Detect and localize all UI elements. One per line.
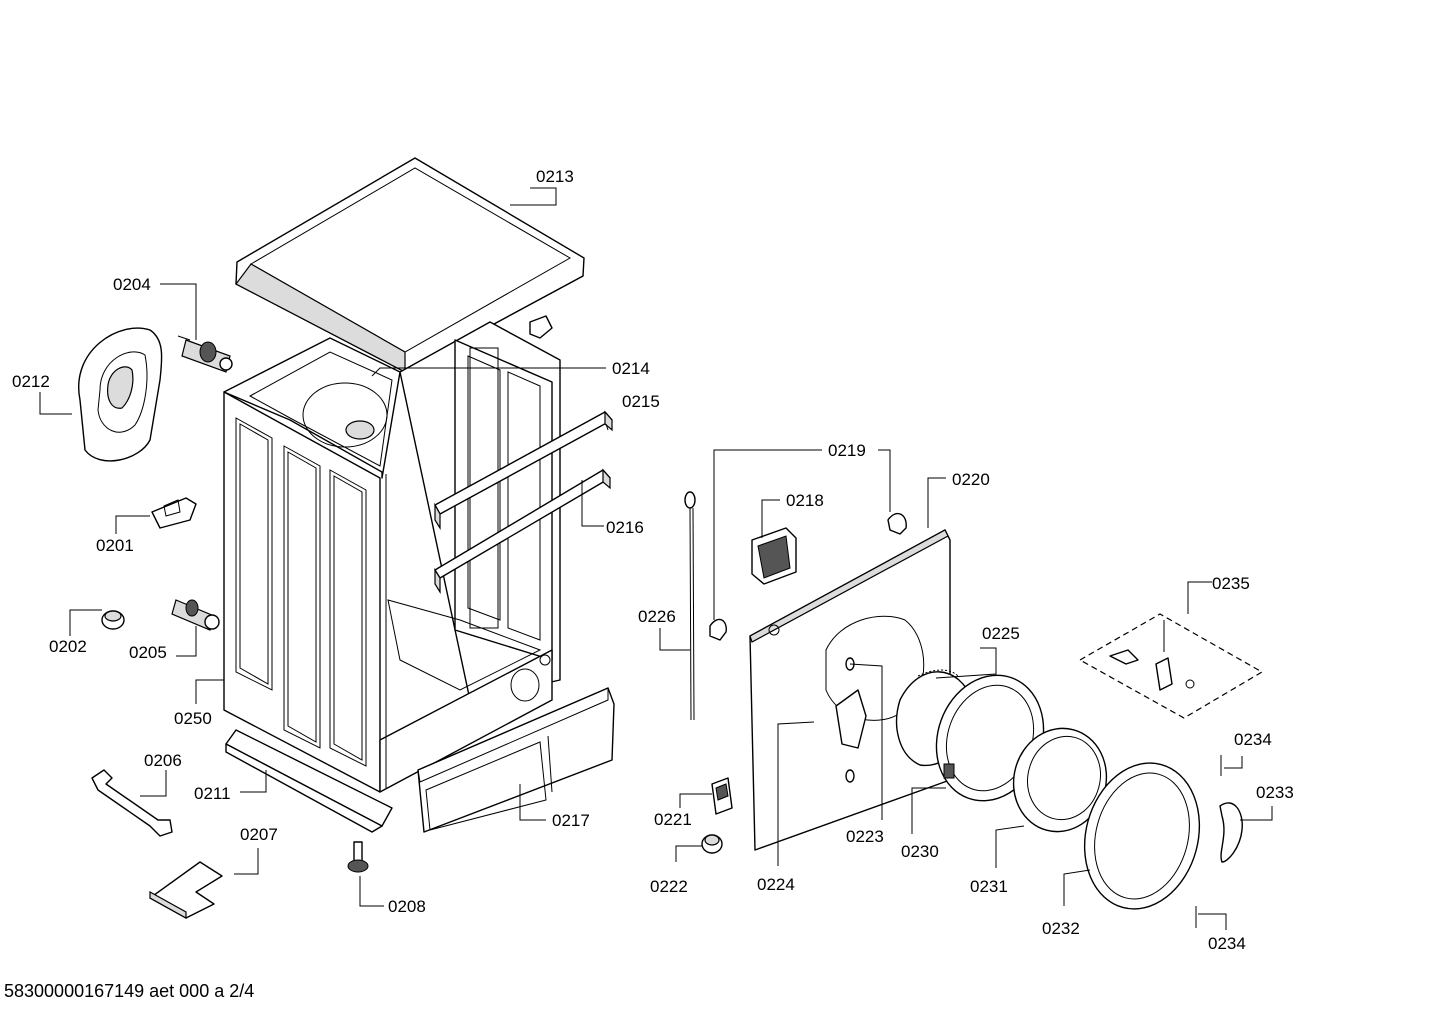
callout-0215: 0215 bbox=[622, 392, 660, 411]
callout-0234-top: 0234 bbox=[1234, 730, 1272, 749]
callout-0231: 0231 bbox=[970, 877, 1008, 896]
callout-0212: 0212 bbox=[12, 372, 50, 391]
part-0235-hinge-kit bbox=[1078, 613, 1264, 719]
part-0222-nut bbox=[701, 834, 723, 854]
part-0250-cabinet bbox=[223, 321, 561, 793]
part-0204-shock-absorber bbox=[177, 335, 233, 373]
callout-labels: 0213 0204 0212 0214 0215 0201 0216 0202 … bbox=[12, 167, 1294, 953]
callout-0223: 0223 bbox=[846, 827, 884, 846]
callout-0213: 0213 bbox=[536, 167, 574, 186]
callout-0214: 0214 bbox=[612, 359, 650, 378]
part-0212-pump-cover bbox=[78, 327, 163, 462]
part-0216-rail bbox=[434, 468, 611, 595]
callout-0220: 0220 bbox=[952, 470, 990, 489]
part-0217-plinth bbox=[417, 687, 615, 833]
part-0211-base-plate bbox=[225, 729, 393, 833]
callout-0208: 0208 bbox=[388, 897, 426, 916]
callout-0205: 0205 bbox=[129, 643, 167, 662]
part-0215-rail bbox=[434, 410, 613, 531]
part-0219-clip bbox=[709, 512, 907, 641]
callout-0224: 0224 bbox=[757, 875, 795, 894]
part-0214-bracket bbox=[529, 315, 553, 339]
callout-0234-bottom: 0234 bbox=[1208, 934, 1246, 953]
part-0221-clip bbox=[711, 777, 733, 815]
callout-0226: 0226 bbox=[638, 607, 676, 626]
callout-0202: 0202 bbox=[49, 637, 87, 656]
callout-0201: 0201 bbox=[96, 536, 134, 555]
part-0213-top-cover bbox=[235, 157, 585, 373]
part-0205-damper bbox=[171, 599, 220, 631]
callout-0221: 0221 bbox=[654, 810, 692, 829]
leader-lines bbox=[39, 187, 1273, 930]
document-id: 58300000167149 aet 000 a 2/4 bbox=[4, 981, 254, 1001]
part-0232-door-ring-outer bbox=[1083, 762, 1201, 910]
callout-0250: 0250 bbox=[174, 709, 212, 728]
part-0233-door-handle bbox=[1219, 802, 1243, 863]
callout-0235: 0235 bbox=[1212, 574, 1250, 593]
callout-0207: 0207 bbox=[240, 825, 278, 844]
part-0226-cable-tie bbox=[684, 491, 696, 721]
callout-0211: 0211 bbox=[194, 784, 231, 803]
callout-0217: 0217 bbox=[552, 811, 590, 830]
callout-0225: 0225 bbox=[982, 624, 1020, 643]
callout-0219: 0219 bbox=[828, 441, 866, 460]
part-0208-foot bbox=[347, 841, 369, 873]
part-0202-nut bbox=[101, 610, 125, 630]
part-0206-wrench bbox=[91, 769, 173, 837]
callout-0218: 0218 bbox=[786, 491, 824, 510]
callout-0230: 0230 bbox=[901, 842, 939, 861]
part-0220-front-panel bbox=[749, 529, 951, 851]
callout-0232: 0232 bbox=[1042, 919, 1080, 938]
callout-0233: 0233 bbox=[1256, 783, 1294, 802]
callout-0216: 0216 bbox=[606, 518, 644, 537]
part-0218-module bbox=[751, 527, 797, 585]
callout-0222: 0222 bbox=[650, 877, 688, 896]
callout-0206: 0206 bbox=[144, 751, 182, 770]
part-0201-clip bbox=[151, 497, 197, 529]
callout-0204: 0204 bbox=[113, 275, 151, 294]
part-0207-bracket bbox=[149, 861, 223, 920]
